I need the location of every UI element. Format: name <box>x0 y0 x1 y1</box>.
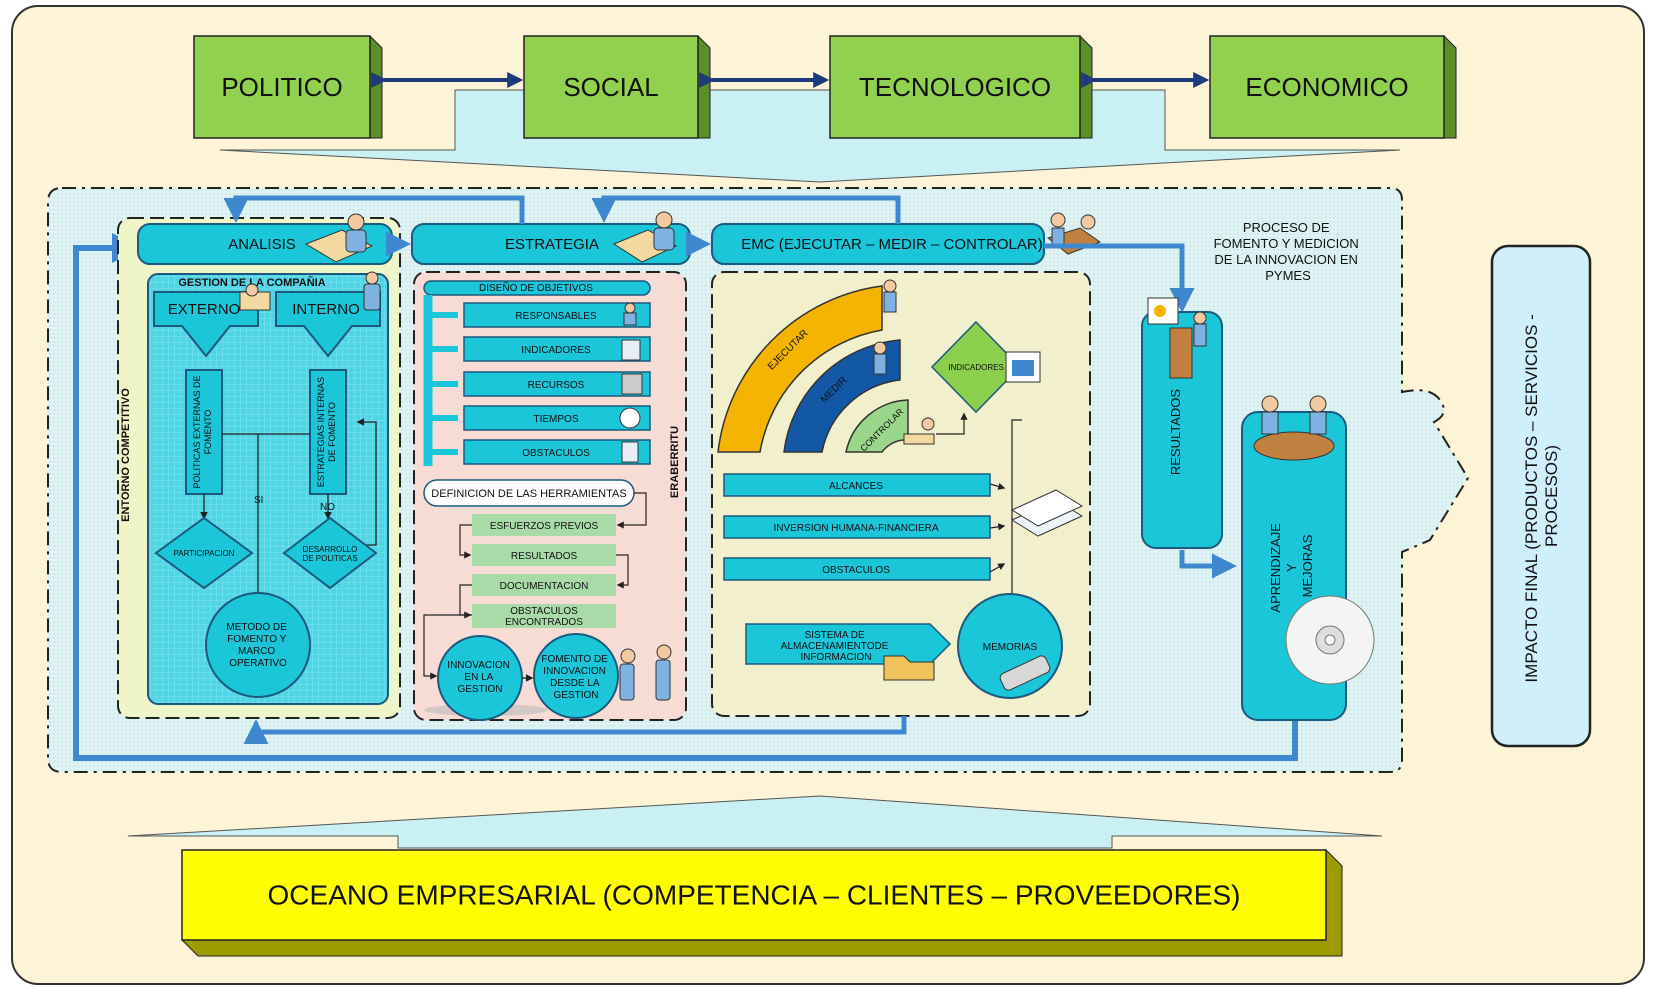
resultados-box <box>1141 311 1223 549</box>
oceano-label: OCEANO EMPRESARIAL (COMPETENCIA – CLIENT… <box>268 879 1241 910</box>
eraberritu-label: ERABERRITU <box>669 426 681 498</box>
alcances-label: ALCANCES <box>829 481 883 492</box>
metodo-label: METODO DE FOMENTO Y MARCO OPERATIVO <box>226 622 289 669</box>
politicas-externas-box <box>185 369 223 495</box>
controlar-arc <box>845 399 909 453</box>
participacion-label: PARTICIPACION <box>174 549 235 558</box>
svg-text:RESULTADOS: RESULTADOS <box>511 551 578 562</box>
aprendizaje-label: APRENDIZAJE Y MEJORAS <box>1268 519 1315 612</box>
no-label: NO <box>320 502 335 513</box>
steps-connectors <box>423 492 647 680</box>
fomento-innovacion-label: FOMENTO DE INNOVACION DESDE LA GESTION <box>541 654 610 701</box>
ejecutar-arc <box>717 285 883 453</box>
flow-arrows <box>223 195 1237 744</box>
externo-person-icon <box>239 283 271 311</box>
definicion-label: DEFINICION DE LAS HERRAMIENTAS <box>431 488 626 500</box>
obstaculos-bar <box>723 557 991 581</box>
impacto-label: IMPACTO FINAL (PRODUCTOS – SERVICIOS - P… <box>1522 309 1561 682</box>
si-label: SI <box>254 495 263 506</box>
politico-label: POLITICO <box>221 72 342 102</box>
inversion-bar <box>723 515 991 539</box>
objetivo-item: RESPONSABLES <box>430 302 651 328</box>
innovacion-gestion-label: INNOVACION EN LA GESTION <box>447 660 512 695</box>
fomento-innovacion-circle <box>533 633 619 719</box>
estrategias-internas-label: ESTRATEGIAS INTERNASDE FOMENTO <box>316 377 337 487</box>
team-table-icon <box>1253 395 1335 461</box>
svg-text:ESFUERZOS PREVIOS: ESFUERZOS PREVIOS <box>490 521 599 532</box>
objetivo-icons <box>619 302 643 463</box>
svg-text:DOCUMENTACION: DOCUMENTACION <box>500 581 589 592</box>
medir-arc <box>783 339 901 453</box>
documents-icon <box>1010 489 1084 537</box>
politico-box: POLITICO <box>193 35 383 139</box>
interno-person-icon <box>363 271 381 311</box>
svg-text:OBSTACULOS: OBSTACULOS <box>522 448 590 459</box>
desarrollo-decision <box>282 516 378 590</box>
analyst-icon <box>304 213 374 263</box>
herramientas-steps: ESFUERZOS PREVIOS RESULTADOS DOCUMENTACI… <box>472 514 616 628</box>
politicas-externas-label: POLITICAS EXTERNAS DEFOMENTO <box>192 375 213 488</box>
participacion-decision <box>154 516 254 590</box>
metodo-circle <box>205 592 311 698</box>
strategist-icon <box>612 211 678 263</box>
svg-text:RESPONSABLES: RESPONSABLES <box>515 311 596 322</box>
analisis-title: ANALISIS <box>228 236 296 253</box>
inversion-label: INVERSION HUMANA-FINANCIERA <box>773 523 938 534</box>
memorias-label: MEMORIAS <box>983 642 1038 653</box>
impacto-box <box>1490 244 1592 748</box>
objetivo-item: OBSTACULOS <box>430 439 651 465</box>
entorno-label: ENTORNO COMPETITIVO <box>120 388 132 522</box>
diseno-objetivos-label: DISEÑO DE OBJETIVOS <box>479 281 593 294</box>
social-label: SOCIAL <box>563 72 658 102</box>
svg-text:INDICADORES: INDICADORES <box>521 345 591 356</box>
svg-text:TIEMPOS: TIEMPOS <box>533 414 578 425</box>
estrategias-internas-box <box>309 369 347 495</box>
folder-icon <box>883 655 935 681</box>
spreadsheet-icon <box>1005 351 1041 383</box>
objetivo-item: TIEMPOS <box>430 405 651 431</box>
tecnologico-box: TECNOLOGICO <box>829 35 1093 139</box>
economico-box: ECONOMICO <box>1209 35 1457 139</box>
tecnologico-label: TECNOLOGICO <box>859 72 1051 102</box>
social-box: SOCIAL <box>523 35 711 139</box>
economico-label: ECONOMICO <box>1245 72 1408 102</box>
handshake-icon <box>619 644 672 701</box>
usb-drive-icon <box>999 655 1051 691</box>
top-funnel <box>219 89 1401 183</box>
externo-label: EXTERNO <box>168 301 241 318</box>
objetivo-item: RECURSOS <box>430 371 651 397</box>
indicadores-decision <box>930 320 1022 414</box>
estrategia-title: ESTRATEGIA <box>505 236 599 253</box>
interno-label: INTERNO <box>292 301 360 318</box>
sistema-almacenamiento <box>745 623 952 665</box>
presenter-icon <box>1147 297 1207 379</box>
indicadores-label: INDICADORES <box>948 363 1004 372</box>
analisis-connectors <box>200 418 377 600</box>
proceso-title: PROCESO DE FOMENTO Y MEDICION DE LA INNO… <box>1214 220 1363 283</box>
emc-people-icons <box>873 279 935 445</box>
svg-text:RECURSOS: RECURSOS <box>528 380 585 391</box>
emc-connectors <box>936 412 1022 604</box>
diseno-objetivos-bar <box>423 280 651 296</box>
cd-disc-icon <box>1285 595 1375 685</box>
bottom-funnel <box>127 795 1383 849</box>
sistema-label: SISTEMA DE ALMACENAMIENTODE INFORMACION <box>781 630 891 663</box>
emc-title: EMC (EJECUTAR – MEDIR – CONTROLAR) <box>741 236 1042 253</box>
objetivo-item: INDICADORES <box>430 336 651 362</box>
feedback-loop <box>73 233 1298 761</box>
oceano-box: OCEANO EMPRESARIAL (COMPETENCIA – CLIENT… <box>181 849 1343 957</box>
resultados-label: RESULTADOS <box>1168 389 1183 476</box>
gestion-label: GESTION DE LA COMPAÑIA <box>178 276 325 289</box>
obstaculos-label: OBSTACULOS <box>822 565 890 576</box>
alcances-bar <box>723 473 991 497</box>
